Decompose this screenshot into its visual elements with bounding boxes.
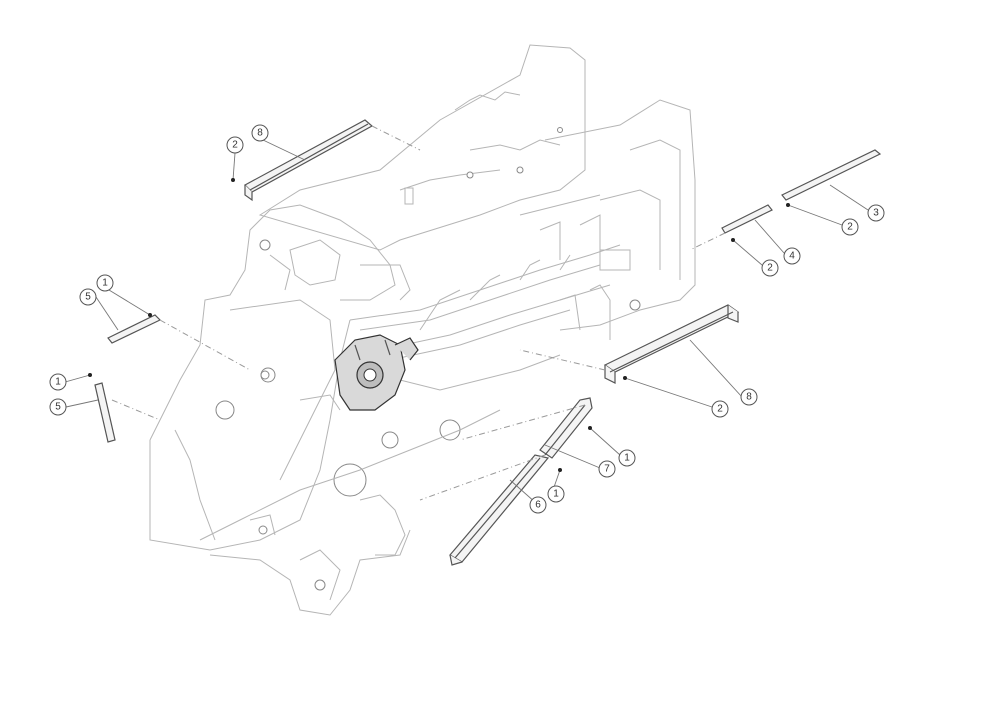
callout-1-left-b: 1 — [49, 373, 67, 391]
svg-text:2: 2 — [767, 263, 773, 274]
callout-5-left-b: 5 — [49, 398, 67, 416]
rail-4 — [721, 204, 773, 234]
svg-text:1: 1 — [55, 377, 61, 388]
callout-2-right-c: 2 — [711, 400, 729, 418]
rear-frame-panel — [258, 44, 586, 251]
svg-text:8: 8 — [746, 392, 752, 403]
assembly-lines — [111, 125, 726, 501]
cross-members — [349, 244, 621, 391]
svg-text:7: 7 — [604, 464, 610, 475]
svg-text:1: 1 — [102, 278, 108, 289]
guide-rail-8-top — [244, 119, 374, 202]
callout-3-right: 3 — [867, 204, 885, 222]
callout-2-top: 2 — [226, 136, 244, 154]
svg-text:5: 5 — [85, 292, 91, 303]
svg-text:2: 2 — [232, 140, 238, 151]
callout-2-right-b: 2 — [761, 259, 779, 277]
lower-chassis — [199, 409, 501, 616]
callout-5-left-a: 5 — [79, 288, 97, 306]
svg-text:8: 8 — [257, 128, 263, 139]
bar-6 — [449, 454, 550, 566]
callout-1-bottom-b: 1 — [547, 485, 565, 503]
callout-2-right-a: 2 — [841, 218, 859, 236]
rail-3 — [781, 149, 882, 201]
main-frame-body — [149, 204, 461, 551]
svg-text:4: 4 — [789, 251, 795, 262]
right-frame-panel — [519, 99, 696, 340]
svg-text:1: 1 — [624, 453, 630, 464]
callout-8-top: 8 — [251, 124, 269, 142]
gearbox-assembly — [334, 334, 419, 411]
svg-text:1: 1 — [553, 489, 559, 500]
channel-8-right — [603, 304, 740, 384]
svg-text:6: 6 — [535, 500, 541, 511]
fastener-dots — [88, 178, 790, 472]
callout-1-bottom-a: 1 — [618, 449, 636, 467]
callout-8-right: 8 — [740, 388, 758, 406]
rail-5-upper — [107, 314, 162, 344]
callout-6-bottom: 6 — [529, 496, 547, 514]
callout-7-bottom: 7 — [598, 460, 616, 478]
svg-text:3: 3 — [873, 208, 879, 219]
svg-text:5: 5 — [55, 402, 61, 413]
leader-lines — [64, 139, 869, 504]
callout-1-left-a: 1 — [96, 274, 114, 292]
svg-text:2: 2 — [847, 222, 853, 233]
svg-text:2: 2 — [717, 404, 723, 415]
bar-7 — [539, 397, 593, 459]
rail-5-lower — [94, 382, 116, 443]
callout-4-right: 4 — [783, 247, 801, 265]
